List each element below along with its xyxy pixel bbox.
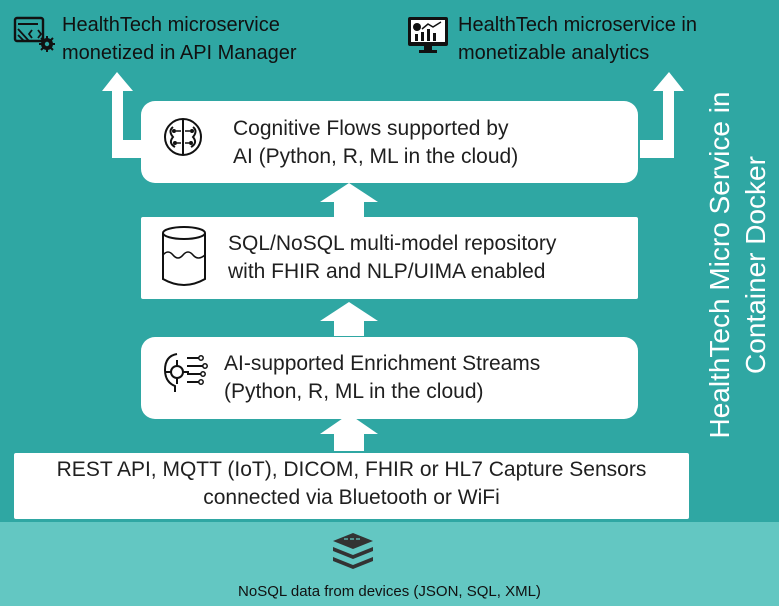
repository-line-2: with FHIR and NLP/UIMA enabled [228, 260, 546, 283]
enrichment-line-2: (Python, R, ML in the cloud) [224, 380, 484, 403]
device-band [0, 522, 779, 606]
capture-sensors-text: REST API, MQTT (IoT), DICOM, FHIR or HL7… [14, 456, 689, 512]
stack-icon [330, 531, 376, 573]
analytics-label-line-2: monetizable analytics [458, 42, 650, 64]
cognitive-flows-line-2: AI (Python, R, ML in the cloud) [233, 145, 519, 168]
enrichment-icon [157, 348, 209, 396]
api-manager-label-line-1: HealthTech microservice [62, 14, 280, 36]
database-icon [159, 224, 209, 290]
arrow-enrichment-to-repository [320, 302, 378, 336]
cognitive-flows-text: Cognitive Flows supported by AI (Python,… [233, 115, 518, 171]
container-docker-label: HealthTech Micro Service in Container Do… [696, 55, 779, 475]
device-data-caption: NoSQL data from devices (JSON, SQL, XML) [238, 583, 541, 600]
cognitive-flows-line-1: Cognitive Flows supported by [233, 117, 509, 140]
analytics-label-line-1: HealthTech microservice in [458, 14, 697, 36]
container-docker-label-text: HealthTech Micro Service in Container Do… [702, 91, 774, 438]
capture-sensors-line-2: connected via Bluetooth or WiFi [203, 486, 500, 509]
repository-text: SQL/NoSQL multi-model repository with FH… [228, 230, 556, 286]
enrichment-box [141, 337, 638, 419]
capture-sensors-box [14, 453, 689, 519]
api-manager-label: HealthTech microservice monetized in API… [62, 11, 297, 67]
analytics-icon [406, 14, 450, 54]
analytics-label: HealthTech microservice in monetizable a… [458, 11, 697, 67]
capture-sensors-line-1: REST API, MQTT (IoT), DICOM, FHIR or HL7… [56, 458, 647, 481]
arrow-cognitive-to-analytics [640, 72, 684, 158]
container-docker-line-2: Container Docker [740, 156, 771, 374]
container-docker-line-1: HealthTech Micro Service in [704, 91, 735, 439]
api-manager-icon [12, 14, 60, 54]
enrichment-text: AI-supported Enrichment Streams (Python,… [224, 350, 540, 406]
arrow-cognitive-to-api [102, 72, 145, 158]
arrow-repository-to-cognitive [320, 183, 378, 217]
repository-box [141, 217, 638, 299]
enrichment-line-1: AI-supported Enrichment Streams [224, 352, 541, 375]
arrow-capture-to-enrichment [320, 414, 378, 451]
repository-line-1: SQL/NoSQL multi-model repository [228, 232, 557, 255]
api-manager-label-line-2: monetized in API Manager [62, 42, 297, 64]
cognitive-flows-box [141, 101, 638, 183]
brain-icon [159, 113, 207, 161]
